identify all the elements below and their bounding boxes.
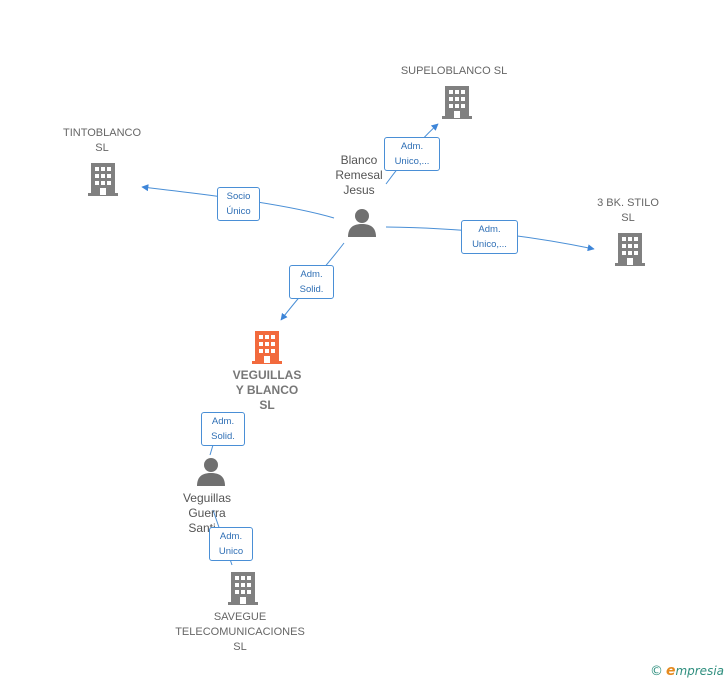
person-icon[interactable] (347, 207, 377, 237)
edge-label-adm-solid-veguillas[interactable]: Adm. Solid. (289, 265, 334, 299)
person-label-blanco-remesal[interactable]: Blanco Remesal Jesus (335, 153, 383, 197)
company-label-3bk-stilo[interactable]: 3 BK. STILO SL (597, 197, 659, 224)
edge-label-adm-unico-savegue[interactable]: Adm. Unico (209, 527, 253, 561)
edge-label-socio-unico-tintoblanco[interactable]: Socio Único (217, 187, 260, 221)
brand-name: mpresia (675, 664, 724, 678)
company-label-supeloblanco[interactable]: SUPELOBLANCO SL (400, 65, 508, 77)
person-label-veguillas-guerra[interactable]: Veguillas Guerra Santi... (182, 491, 232, 535)
main-company-building-icon[interactable] (252, 329, 282, 365)
person-icon[interactable] (196, 456, 226, 486)
brand-initial: e (665, 663, 676, 679)
building-icon[interactable] (615, 231, 645, 267)
building-icon[interactable] (88, 161, 118, 197)
edge-label-adm-solid-guerra[interactable]: Adm. Solid. (201, 412, 245, 446)
building-icon[interactable] (442, 84, 472, 120)
copyright-icon: © (649, 664, 663, 679)
company-label-savegue[interactable]: SAVEGUE TELECOMUNICACIONES SL (175, 611, 305, 653)
edge-label-adm-unico-supeloblanco[interactable]: Adm. Unico,... (384, 137, 440, 171)
empresia-watermark: ©empresia (650, 663, 724, 679)
company-label-tintoblanco[interactable]: TINTOBLANCO SL (62, 127, 142, 154)
edge-label-adm-unico-3bk[interactable]: Adm. Unico,... (461, 220, 518, 254)
building-icon[interactable] (228, 570, 258, 606)
company-label-veguillas-y-blanco[interactable]: VEGUILLAS Y BLANCO SL (232, 368, 302, 412)
